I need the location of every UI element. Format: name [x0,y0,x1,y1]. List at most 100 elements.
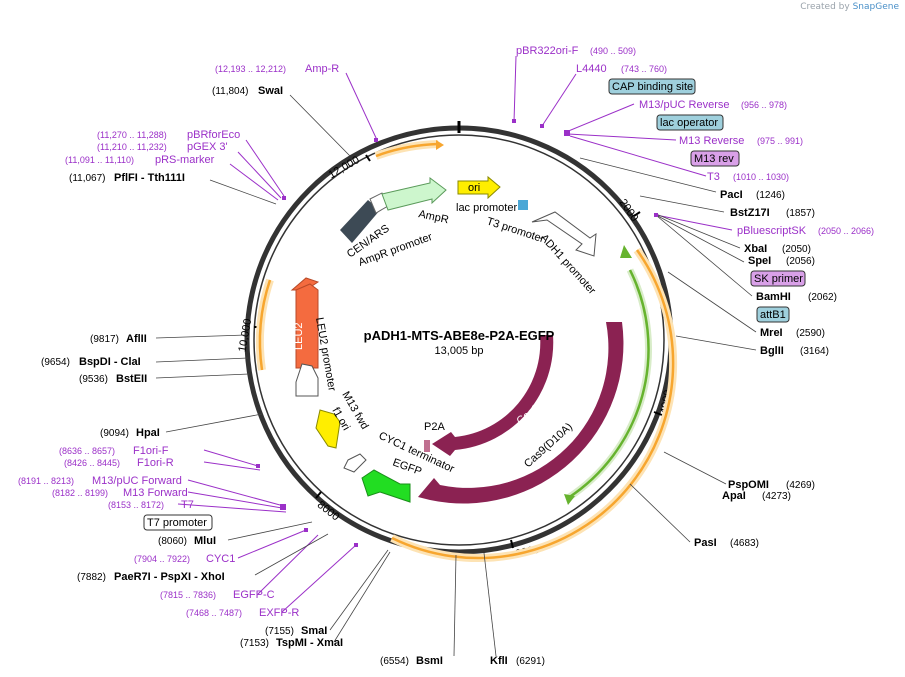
enzyme-pos: (9817) [90,334,119,345]
enzyme-label: XbaI [744,243,767,255]
f1-ori-arrow [315,409,341,449]
enzyme-pos: (2062) [808,292,837,303]
tick-label: 10,000 [237,318,255,353]
site-mark [374,138,378,142]
enzyme-pos: (7153) [240,638,269,649]
enzyme-label: BstZ17I [730,207,770,219]
enzyme-label: BglII [760,345,784,357]
egfp-arrow [361,469,411,503]
site-mark [354,543,358,547]
primer-range: (8191 .. 8213) [18,476,74,486]
primer-range: (11,270 .. 11,288) [97,130,167,140]
leader-line [177,503,287,513]
cen-ars-block [340,200,380,243]
site-mark [654,213,658,217]
feature-label: P2A [424,421,445,433]
primer-label: pBR322ori-F [516,45,579,57]
enzyme-label: PaeR7I - PspXI - XhoI [114,571,225,583]
tick-mark [510,539,514,549]
enzyme-pos: (6291) [516,656,545,667]
enzyme-label: PasI [694,537,717,549]
primer-range: (8182 .. 8199) [52,488,108,498]
primer-label: EXFP-R [259,607,299,619]
site-mark [256,464,260,468]
leader-line [453,554,457,657]
primer-label: T7 [181,499,194,511]
site-mark [512,119,516,123]
primer-label: attB1 [760,309,786,321]
primer-label: lac operator [660,117,718,129]
enzyme-label: AflII [126,333,147,345]
ori-arrow [457,175,501,200]
arrowhead [436,140,444,150]
feature-label: ori [468,182,480,194]
site-mark [282,196,286,200]
tick-label: 8000 [315,499,342,524]
enzyme-label: SwaI [258,85,283,97]
leader-line [655,214,733,231]
primer-range: (8636 .. 8657) [59,446,115,456]
backbone-inner [253,134,665,546]
leader-line [639,195,725,213]
enzyme-label: SmaI [301,625,327,637]
lac-promoter-block [518,200,528,210]
leader-line [203,449,259,467]
tick-mark [315,491,322,499]
enzyme-pos: (1246) [756,190,785,201]
primer-range: (1010 .. 1030) [733,172,789,182]
leader-line [155,357,249,363]
site-mark [280,504,286,510]
enzyme-pos: (7155) [265,626,294,637]
tick-mark [365,154,371,162]
primer-label: T3 [707,171,720,183]
leader-line [257,534,319,595]
enzyme-pos: (11,067) [69,173,106,184]
plasmid-size: 13,005 bp [435,345,484,357]
leader-line [155,334,247,339]
leader-line [229,163,279,201]
enzyme-label: PspOMI [728,479,769,491]
primer-label: T7 promoter [147,517,207,529]
ampr-track [374,140,439,160]
tick-mark [653,411,663,416]
primer-label: L4440 [576,63,607,75]
enzyme-label: SpeI [748,255,771,267]
tick-label: 2000 [617,197,641,224]
leader-line [281,544,357,613]
leader-line [187,491,283,509]
arrowhead [564,494,575,505]
enzyme-label: PacI [720,189,743,201]
enzyme-label: BspDI - ClaI [79,356,141,368]
leader-line [655,214,745,263]
primer-range: (7468 .. 7487) [186,608,242,618]
box [143,514,213,531]
primer-range: (490 .. 509) [590,46,636,56]
primer-label: M13 Forward [123,487,188,499]
leader-line [567,133,677,141]
enzyme-pos: (6554) [380,656,409,667]
leader-line [541,73,577,127]
primer-label: M13/pUC Forward [92,475,182,487]
enzyme-pos: (11,804) [212,86,249,97]
tick-mark [633,211,641,217]
enzyme-pos: (9094) [100,428,129,439]
primer-range: (11,210 .. 11,232) [97,142,167,152]
leader-line [227,521,313,541]
primer-label: CAP binding site [612,81,693,93]
boxed-labels: CAP binding site lac operator M13 rev SK… [143,78,806,531]
ampr-arrow [381,177,447,211]
leu2-promoter-block [295,363,319,397]
primer-label: F1ori-R [137,457,174,469]
enzyme-pos: (4683) [730,538,759,549]
primer-range: (975 .. 991) [757,136,803,146]
enzyme-pos: (4273) [762,491,791,502]
enzyme-label: MreI [760,327,783,339]
enzyme-label: BstEII [116,373,147,385]
enzyme-pos: (2050) [782,244,811,255]
primer-range: (7904 .. 7922) [134,554,190,564]
leader-line [579,157,717,193]
p2a-block [424,440,430,452]
primer-label: M13 rev [694,153,734,165]
enzyme-pos: (1857) [786,208,815,219]
